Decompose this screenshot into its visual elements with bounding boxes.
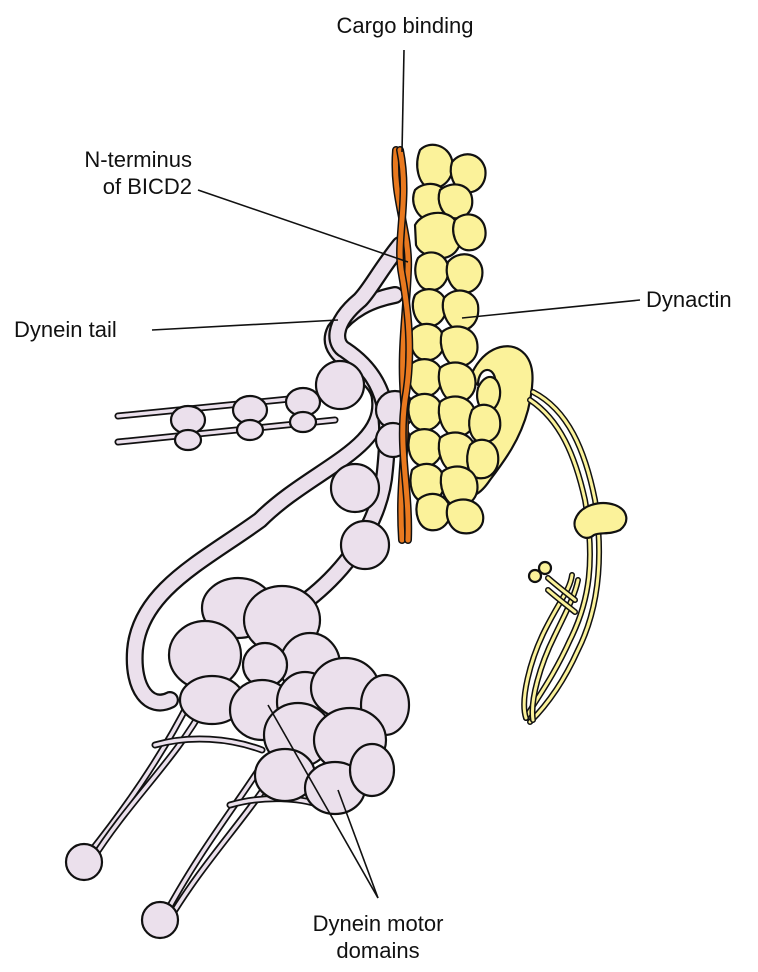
label-motor-line1: Dynein motor [313,910,444,937]
label-dynein-tail: Dynein tail [14,316,117,343]
label-n-terminus-line2: of BICD2 [40,173,192,200]
label-cargo-binding: Cargo binding [337,12,474,39]
dynein-light-chain-beads [171,388,320,450]
label-motor-line2: domains [313,937,444,964]
dynactin-filament [409,145,501,534]
label-dynactin: Dynactin [646,286,732,313]
bicd2-coiled-coil [395,150,409,540]
leader-dynein-tail [152,320,338,330]
label-n-terminus-line1: N-terminus [40,146,192,173]
dynactin-p150-arm [524,392,626,722]
microtubule-binding-heads [66,844,178,938]
leader-cargo-binding [402,50,404,152]
label-n-terminus: N-terminus of BICD2 [40,146,192,200]
leader-dynactin [462,300,640,318]
leader-n-terminus [198,190,408,262]
label-dynein-motor-domains: Dynein motor domains [313,910,444,964]
